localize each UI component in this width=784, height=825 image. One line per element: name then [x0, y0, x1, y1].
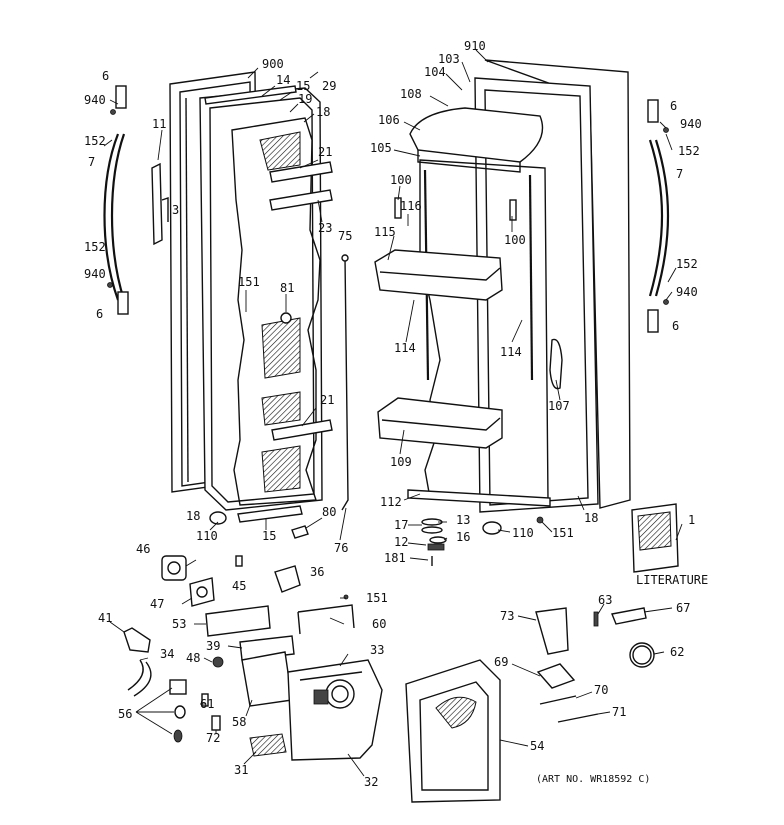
label-36: 36	[310, 565, 324, 579]
label-72: 72	[206, 731, 220, 745]
label-151: 151	[552, 526, 574, 540]
fresh-food-door-assembly	[374, 59, 631, 535]
label-21: 21	[320, 393, 334, 407]
label-61: 61	[200, 697, 214, 711]
label-100: 100	[390, 173, 412, 187]
label-15: 15	[262, 529, 276, 543]
label-7: 7	[88, 155, 95, 169]
label-14: 14	[276, 73, 290, 87]
label-110: 110	[196, 529, 218, 543]
label-6: 6	[96, 307, 103, 321]
label-116: 116	[400, 199, 422, 213]
label-67: 67	[676, 601, 690, 615]
label-151: 151	[238, 275, 260, 289]
label-53: 53	[172, 617, 186, 631]
label-109: 109	[390, 455, 412, 469]
hinge-hardware	[421, 518, 447, 566]
label-940: 940	[680, 117, 702, 131]
label-32: 32	[364, 775, 378, 789]
label-112: 112	[380, 495, 402, 509]
label-17: 17	[394, 518, 408, 532]
label-29: 29	[322, 79, 336, 93]
label-19: 19	[298, 92, 312, 106]
label-54: 54	[530, 739, 544, 753]
label-47: 47	[150, 597, 164, 611]
label-45: 45	[232, 579, 246, 593]
label-69: 69	[494, 655, 508, 669]
label-3: 3	[172, 203, 179, 217]
label-108: 108	[400, 87, 422, 101]
label-104: 104	[424, 65, 446, 79]
label-75: 75	[338, 229, 352, 243]
fresh-food-handle	[647, 99, 670, 333]
label-18: 18	[186, 509, 200, 523]
label-152: 152	[678, 144, 700, 158]
freezer-door-assembly	[151, 71, 349, 539]
label-152: 152	[84, 240, 106, 254]
label-18: 18	[584, 511, 598, 525]
label-114: 114	[500, 345, 522, 359]
art-number: (ART NO. WR18592 C)	[536, 774, 650, 785]
label-48: 48	[186, 651, 200, 665]
label-12: 12	[394, 535, 408, 549]
literature-booklet	[631, 503, 679, 573]
label-940: 940	[676, 285, 698, 299]
label-16: 16	[456, 530, 470, 544]
label-46: 46	[136, 542, 150, 556]
leader-lines	[103, 49, 683, 777]
label-940: 940	[84, 93, 106, 107]
label-81: 81	[280, 281, 294, 295]
label-41: 41	[98, 611, 112, 625]
label-181: 181	[384, 551, 406, 565]
label-152: 152	[84, 134, 106, 148]
label-103: 103	[438, 52, 460, 66]
label-23: 23	[318, 221, 332, 235]
label-13: 13	[456, 513, 470, 527]
label-152: 152	[676, 257, 698, 271]
label-100: 100	[504, 233, 526, 247]
label-6: 6	[670, 99, 677, 113]
label-63: 63	[598, 593, 612, 607]
label-76: 76	[334, 541, 348, 555]
label-115: 115	[374, 225, 396, 239]
label-73: 73	[500, 609, 514, 623]
label-107: 107	[548, 399, 570, 413]
label-21: 21	[318, 145, 332, 159]
label-114: 114	[394, 341, 416, 355]
label-15: 15	[296, 79, 310, 93]
label-110: 110	[512, 526, 534, 540]
label-33: 33	[370, 643, 384, 657]
label-6: 6	[672, 319, 679, 333]
label-106: 106	[378, 113, 400, 127]
label-60: 60	[372, 617, 386, 631]
label-80: 80	[322, 505, 336, 519]
label-151: 151	[366, 591, 388, 605]
label-71: 71	[612, 705, 626, 719]
label-105: 105	[370, 141, 392, 155]
dispenser-parts	[123, 555, 655, 803]
label-7: 7	[676, 167, 683, 181]
label-62: 62	[670, 645, 684, 659]
label-6: 6	[102, 69, 109, 83]
label-39: 39	[206, 639, 220, 653]
label-11: 11	[152, 117, 166, 131]
label-900: 900	[262, 57, 284, 71]
label-910: 910	[464, 39, 486, 53]
freezer-handle	[103, 85, 129, 315]
callout-labels: 900 14 15 29 19 18 6 940 152 7 11 3 152 …	[84, 39, 708, 789]
label-70: 70	[594, 683, 608, 697]
label-1: 1	[688, 513, 695, 527]
literature-label: LITERATURE	[636, 573, 708, 587]
label-31: 31	[234, 763, 248, 777]
label-940: 940	[84, 267, 106, 281]
label-18: 18	[316, 105, 330, 119]
label-34: 34	[160, 647, 174, 661]
label-58: 58	[232, 715, 246, 729]
label-56: 56	[118, 707, 132, 721]
